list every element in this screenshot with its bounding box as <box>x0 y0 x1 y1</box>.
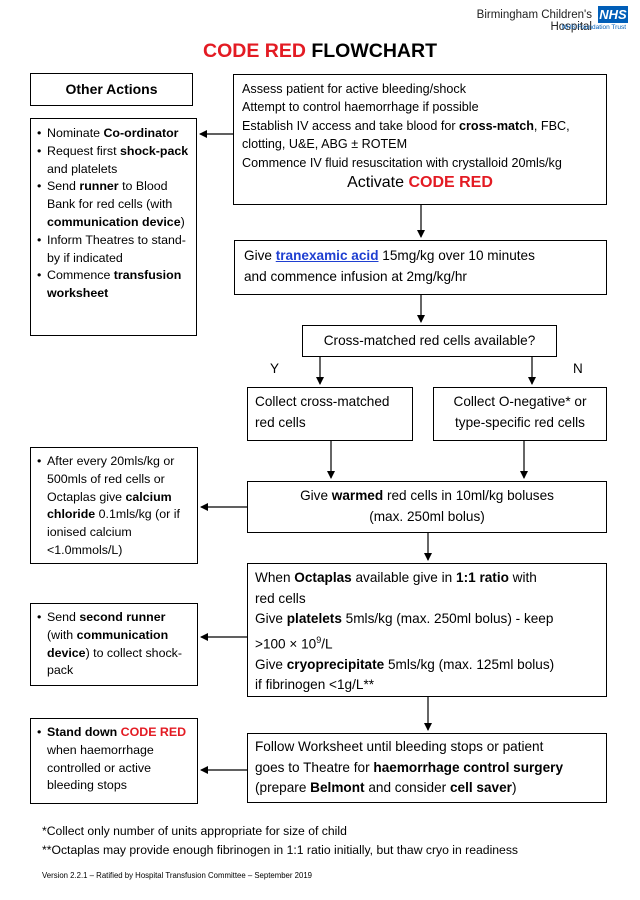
txa-line-1: Give tranexamic acid 15mg/kg over 10 min… <box>244 248 535 263</box>
assess-box: Assess patient for active bleeding/shock… <box>233 74 607 205</box>
activate-code-red: Activate CODE RED <box>347 174 493 192</box>
collect-cross-text: Collect cross-matched red cells <box>255 394 390 430</box>
warmed-box: Give warmed red cells in 10ml/kg boluses… <box>247 481 607 533</box>
txa-line-2: and commence infusion at 2mg/kg/hr <box>244 268 467 284</box>
yes-label: Y <box>270 361 280 376</box>
octaplas-line-3: Give platelets 5mls/kg (max. 250ml bolus… <box>255 611 554 626</box>
octaplas-line-6: if fibrinogen <1g/L** <box>255 677 375 693</box>
side-item-theatres: Inform Theatres to stand-by if indicated <box>37 232 190 268</box>
side-item-second-runner: Send second runner (with communication d… <box>37 609 191 680</box>
no-label: N <box>573 361 583 376</box>
octaplas-line-4: >100 × 109/L <box>255 634 333 652</box>
title-red: CODE RED <box>203 40 306 62</box>
octaplas-box: When Octaplas available give in 1:1 rati… <box>247 563 607 697</box>
version-text: Version 2.2.1 – Ratified by Hospital Tra… <box>42 871 313 880</box>
other-actions-label: Other Actions <box>65 81 158 97</box>
other-actions-label-box: Other Actions <box>30 73 193 106</box>
octaplas-line-5: Give cryoprecipitate 5mls/kg (max. 125ml… <box>255 656 555 672</box>
side-box-stand-down: Stand down CODE RED when haemorrhage con… <box>30 718 198 804</box>
question-box: Cross-matched red cells available? <box>302 325 557 357</box>
assess-line-5: Commence IV fluid resuscitation with cry… <box>242 155 562 170</box>
worksheet-line-3: (prepare Belmont and consider cell saver… <box>255 780 517 795</box>
org-sub: NHS Foundation Trust <box>561 24 626 31</box>
page-title: CODE RED FLOWCHART <box>0 40 640 63</box>
assess-line-1: Assess patient for active bleeding/shock <box>242 82 467 96</box>
assess-line-4: clotting, U&E, ABG ± ROTEM <box>242 137 408 152</box>
side-box-calcium: After every 20mls/kg or 500mls of red ce… <box>30 447 198 564</box>
assess-line-3: Establish IV access and take blood for c… <box>242 118 570 133</box>
worksheet-line-2: goes to Theatre for haemorrhage control … <box>255 759 563 775</box>
side-item-runner: Send runner to Blood Bank for red cells … <box>37 178 190 231</box>
org-name: Birmingham Children's Hospital <box>476 9 592 33</box>
warmed-line-1: Give warmed red cells in 10ml/kg boluses <box>300 488 554 503</box>
warmed-line-2: (max. 250ml bolus) <box>369 508 485 524</box>
side-item-shock-pack: Request first shock-pack and platelets <box>37 143 190 179</box>
assess-line-2: Attempt to control haemorrhage if possib… <box>242 100 479 115</box>
octaplas-line-1: When Octaplas available give in 1:1 rati… <box>255 570 537 585</box>
side-item-worksheet: Commence transfusion worksheet <box>37 267 190 303</box>
side-item-coordinator: Nominate Co-ordinator <box>37 125 190 143</box>
nhs-logo: NHS <box>598 6 628 23</box>
side-box-second-runner: Send second runner (with communication d… <box>30 603 198 686</box>
question-text: Cross-matched red cells available? <box>323 333 536 348</box>
txa-box: Give tranexamic acid 15mg/kg over 10 min… <box>234 240 607 295</box>
collect-oneg-box: Collect O-negative* or type-specific red… <box>433 387 607 441</box>
worksheet-box: Follow Worksheet until bleeding stops or… <box>247 733 607 803</box>
footnote-2: **Octaplas may provide enough fibrinogen… <box>42 843 519 857</box>
title-rest: FLOWCHART <box>305 40 437 62</box>
footnote-1: *Collect only number of units appropriat… <box>42 824 347 838</box>
collect-cross-box: Collect cross-matched red cells <box>247 387 413 441</box>
side-item-stand-down: Stand down CODE RED when haemorrhage con… <box>37 724 191 795</box>
worksheet-line-1: Follow Worksheet until bleeding stops or… <box>255 739 544 754</box>
tranexamic-acid-link[interactable]: tranexamic acid <box>275 248 379 263</box>
collect-oneg-text: Collect O-negative* or type-specific red… <box>453 394 587 430</box>
octaplas-line-2: red cells <box>255 590 306 606</box>
side-box-coordinator: Nominate Co-ordinator Request first shoc… <box>30 118 197 336</box>
side-item-calcium: After every 20mls/kg or 500mls of red ce… <box>37 453 191 560</box>
